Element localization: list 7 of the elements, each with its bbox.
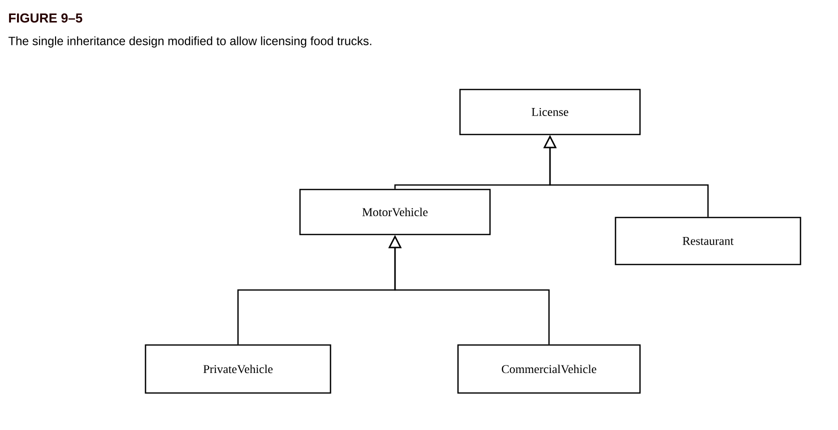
figure-title: FIGURE 9–5 (9, 13, 82, 23)
class-box: MotorVehicle (299, 188, 491, 236)
caption: The single inheritance design modified to allow licensing food trucks. (8, 36, 372, 48)
class-box: Restaurant (614, 216, 802, 266)
class-box: PrivateVehicle (144, 344, 332, 394)
class-box: License (459, 88, 641, 136)
class-box: CommercialVehicle (457, 344, 641, 394)
